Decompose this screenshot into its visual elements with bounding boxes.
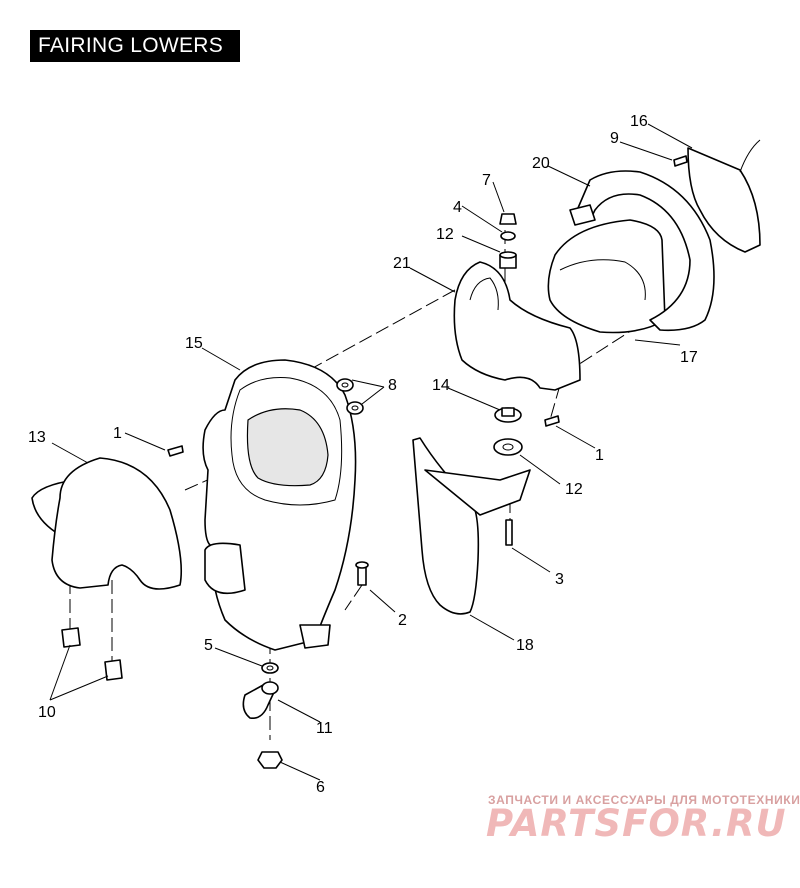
callout-15: 13 [28,429,46,446]
part-10-clips [61,627,123,681]
callout-13: 12 [565,481,583,498]
callout-20: 20 [532,155,550,172]
callout-4: 4 [453,199,462,216]
callout-3: 3 [555,571,564,588]
part-5-washer [261,662,279,674]
callout-1-right: 1 [595,447,604,464]
part-15-lower-cap [31,457,183,590]
part-21-bracket [453,261,581,391]
part-16-cover-plate [687,139,761,253]
callout-6: 6 [316,779,325,796]
part-4-washer [500,231,516,241]
part-18-pod [547,219,666,334]
part-9-screw [673,155,688,167]
watermark-tagline: ЗАПЧАСТИ И АКСЕССУАРЫ ДЛЯ МОТОТЕХНИКИ [488,793,800,807]
callout-2: 2 [398,612,407,629]
part-7-nut [499,213,517,225]
callout-17: 15 [185,335,203,352]
callout-12: 12 [436,226,454,243]
part-12-spacer [499,251,517,269]
callout-16: 16 [630,113,648,130]
callout-5: 5 [204,637,213,654]
callout-9: 9 [610,130,619,147]
part-2-screw [355,561,369,586]
callout-14: 14 [432,377,450,394]
callout-11: 11 [316,720,333,737]
callout-7: 7 [482,172,491,189]
callout-18: 17 [680,349,698,366]
part-20-housing [569,170,715,332]
callout-1-left: 1 [113,425,122,442]
watermark-logo: PARTSFOR.RU [486,802,787,845]
part-19-lower-panel [412,437,531,615]
part-3-screw [505,519,513,546]
callout-10: 10 [38,704,56,721]
part-17-fairing-lower [202,359,357,651]
leader-lines [49,123,693,781]
callout-19: 18 [516,637,534,654]
callout-numbers: 13 1 15 8 2 5 11 6 10 3 12 14 1 18 17 21… [28,113,698,796]
part-11-clamp [242,681,279,720]
callout-21: 21 [393,255,411,272]
part-1-screws [167,415,560,457]
diagram-title: FAIRING LOWERS [30,30,240,62]
part-14-grommet [494,407,522,423]
part-6-nut [257,751,283,769]
callout-8: 8 [388,377,397,394]
part-13-washer [493,438,523,456]
part-8-nuts [336,378,364,415]
